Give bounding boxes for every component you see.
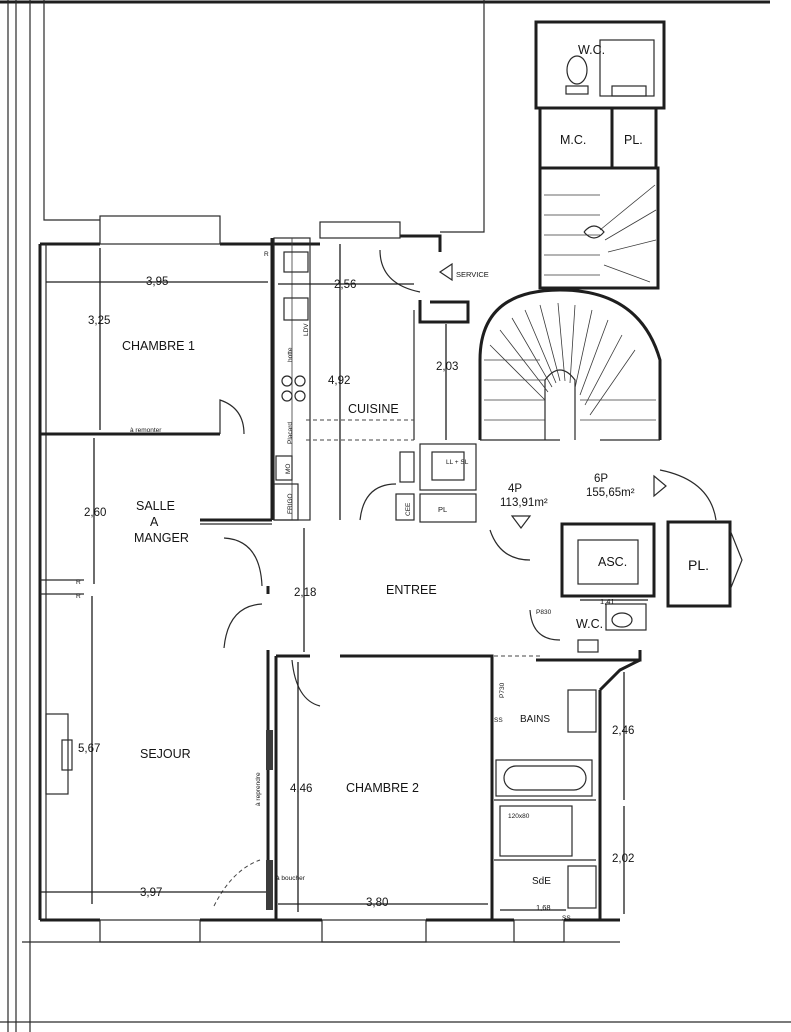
dimension-lines	[40, 244, 648, 914]
label-4p: 4P	[508, 483, 522, 495]
interior-walls	[40, 238, 642, 920]
dim-1-68: 1,68	[536, 903, 551, 912]
label-shower-size: 120x80	[508, 813, 530, 820]
dim-3-97: 3,97	[140, 887, 162, 899]
label-wc-top: W.C.	[578, 43, 605, 57]
label-asc: ASC.	[598, 555, 627, 569]
dim-4-46: 4,46	[290, 783, 312, 795]
label-sde: SdE	[532, 876, 551, 887]
service-arrow-icon	[438, 262, 453, 282]
label-6p: 6P	[594, 473, 608, 485]
service-staircase	[538, 166, 660, 290]
label-frigo: FRIGO	[287, 493, 294, 514]
label-pl-right: PL.	[688, 557, 709, 573]
label-manger: MANGER	[134, 531, 189, 545]
cabinets-near-kitchen	[395, 443, 477, 523]
label-r-left-1: R	[76, 579, 81, 586]
label-wc-mid: W.C.	[576, 617, 603, 631]
dim-3-80: 3,80	[366, 897, 388, 909]
label-a: A	[150, 515, 159, 529]
dim-2-18: 2,18	[294, 587, 316, 599]
dim-1-41: 1,41	[600, 597, 615, 606]
label-pl-top: PL.	[624, 133, 643, 147]
label-cee: CEE	[405, 502, 412, 516]
label-ldv: LDV	[303, 323, 310, 336]
label-p830: P830	[536, 609, 552, 616]
four-p-arrow-icon	[510, 515, 532, 529]
label-chambre-1: CHAMBRE 1	[122, 339, 195, 353]
dim-3-95: 3,95	[146, 276, 168, 288]
label-sejour: SEJOUR	[140, 747, 191, 761]
elevator-block	[560, 520, 743, 653]
dim-2-02: 2,02	[612, 853, 634, 865]
top-service-block	[534, 20, 666, 170]
label-salle: SALLE	[136, 499, 175, 513]
dimension-labels: 3,95 2,56 3,25 4,92 2,03 2,60 2,18 5,67 …	[78, 276, 634, 912]
dim-2-56: 2,56	[334, 279, 356, 291]
door-swings	[213, 249, 717, 907]
label-cuisine: CUISINE	[348, 402, 399, 416]
label-mc: M.C.	[560, 133, 586, 147]
label-ll-sl: LL + SL	[446, 459, 469, 466]
label-ss-sde: SS	[562, 915, 571, 922]
label-bains: BAINS	[520, 714, 550, 725]
courtyard-outline	[43, 0, 485, 233]
dim-2-46: 2,46	[612, 725, 634, 737]
label-a-remonter: à remonter	[130, 427, 162, 434]
dim-4-92: 4,92	[328, 375, 350, 387]
label-entree: ENTREE	[386, 583, 437, 597]
bathroom-fixtures	[495, 689, 597, 909]
label-6p-area: 155,65m²	[586, 487, 635, 499]
label-service: SERVICE	[456, 270, 489, 279]
label-chambre-2: CHAMBRE 2	[346, 781, 419, 795]
annotations: SERVICE 4P 113,91m² 6P 155,65m² à remont…	[76, 251, 635, 922]
main-staircase	[478, 288, 662, 441]
label-hotte: hotte	[287, 347, 294, 362]
label-r-left-2: R	[76, 593, 81, 600]
label-mo: MO	[285, 464, 292, 474]
room-labels: W.C. M.C. PL. CHAMBRE 1 CUISINE SALLE A …	[122, 43, 709, 887]
label-ss-bains: SS	[494, 717, 503, 724]
label-4p-area: 113,91m²	[500, 497, 548, 509]
kitchen-counter	[273, 237, 311, 521]
six-p-arrow-icon	[653, 474, 667, 498]
exterior-walls	[22, 215, 620, 943]
label-r-top: R	[264, 251, 269, 258]
markers	[438, 262, 667, 529]
label-placard: Placard	[287, 422, 294, 444]
label-p730: P730	[499, 682, 506, 698]
label-pl-small: PL	[438, 505, 447, 514]
label-a-reprendre: à reprendre	[255, 772, 262, 806]
dim-3-25: 3,25	[88, 315, 110, 327]
label-a-boucher: à boucher	[276, 875, 306, 882]
dim-2-60: 2,60	[84, 507, 106, 519]
dim-2-03: 2,03	[436, 361, 458, 373]
dim-5-67: 5,67	[78, 743, 100, 755]
